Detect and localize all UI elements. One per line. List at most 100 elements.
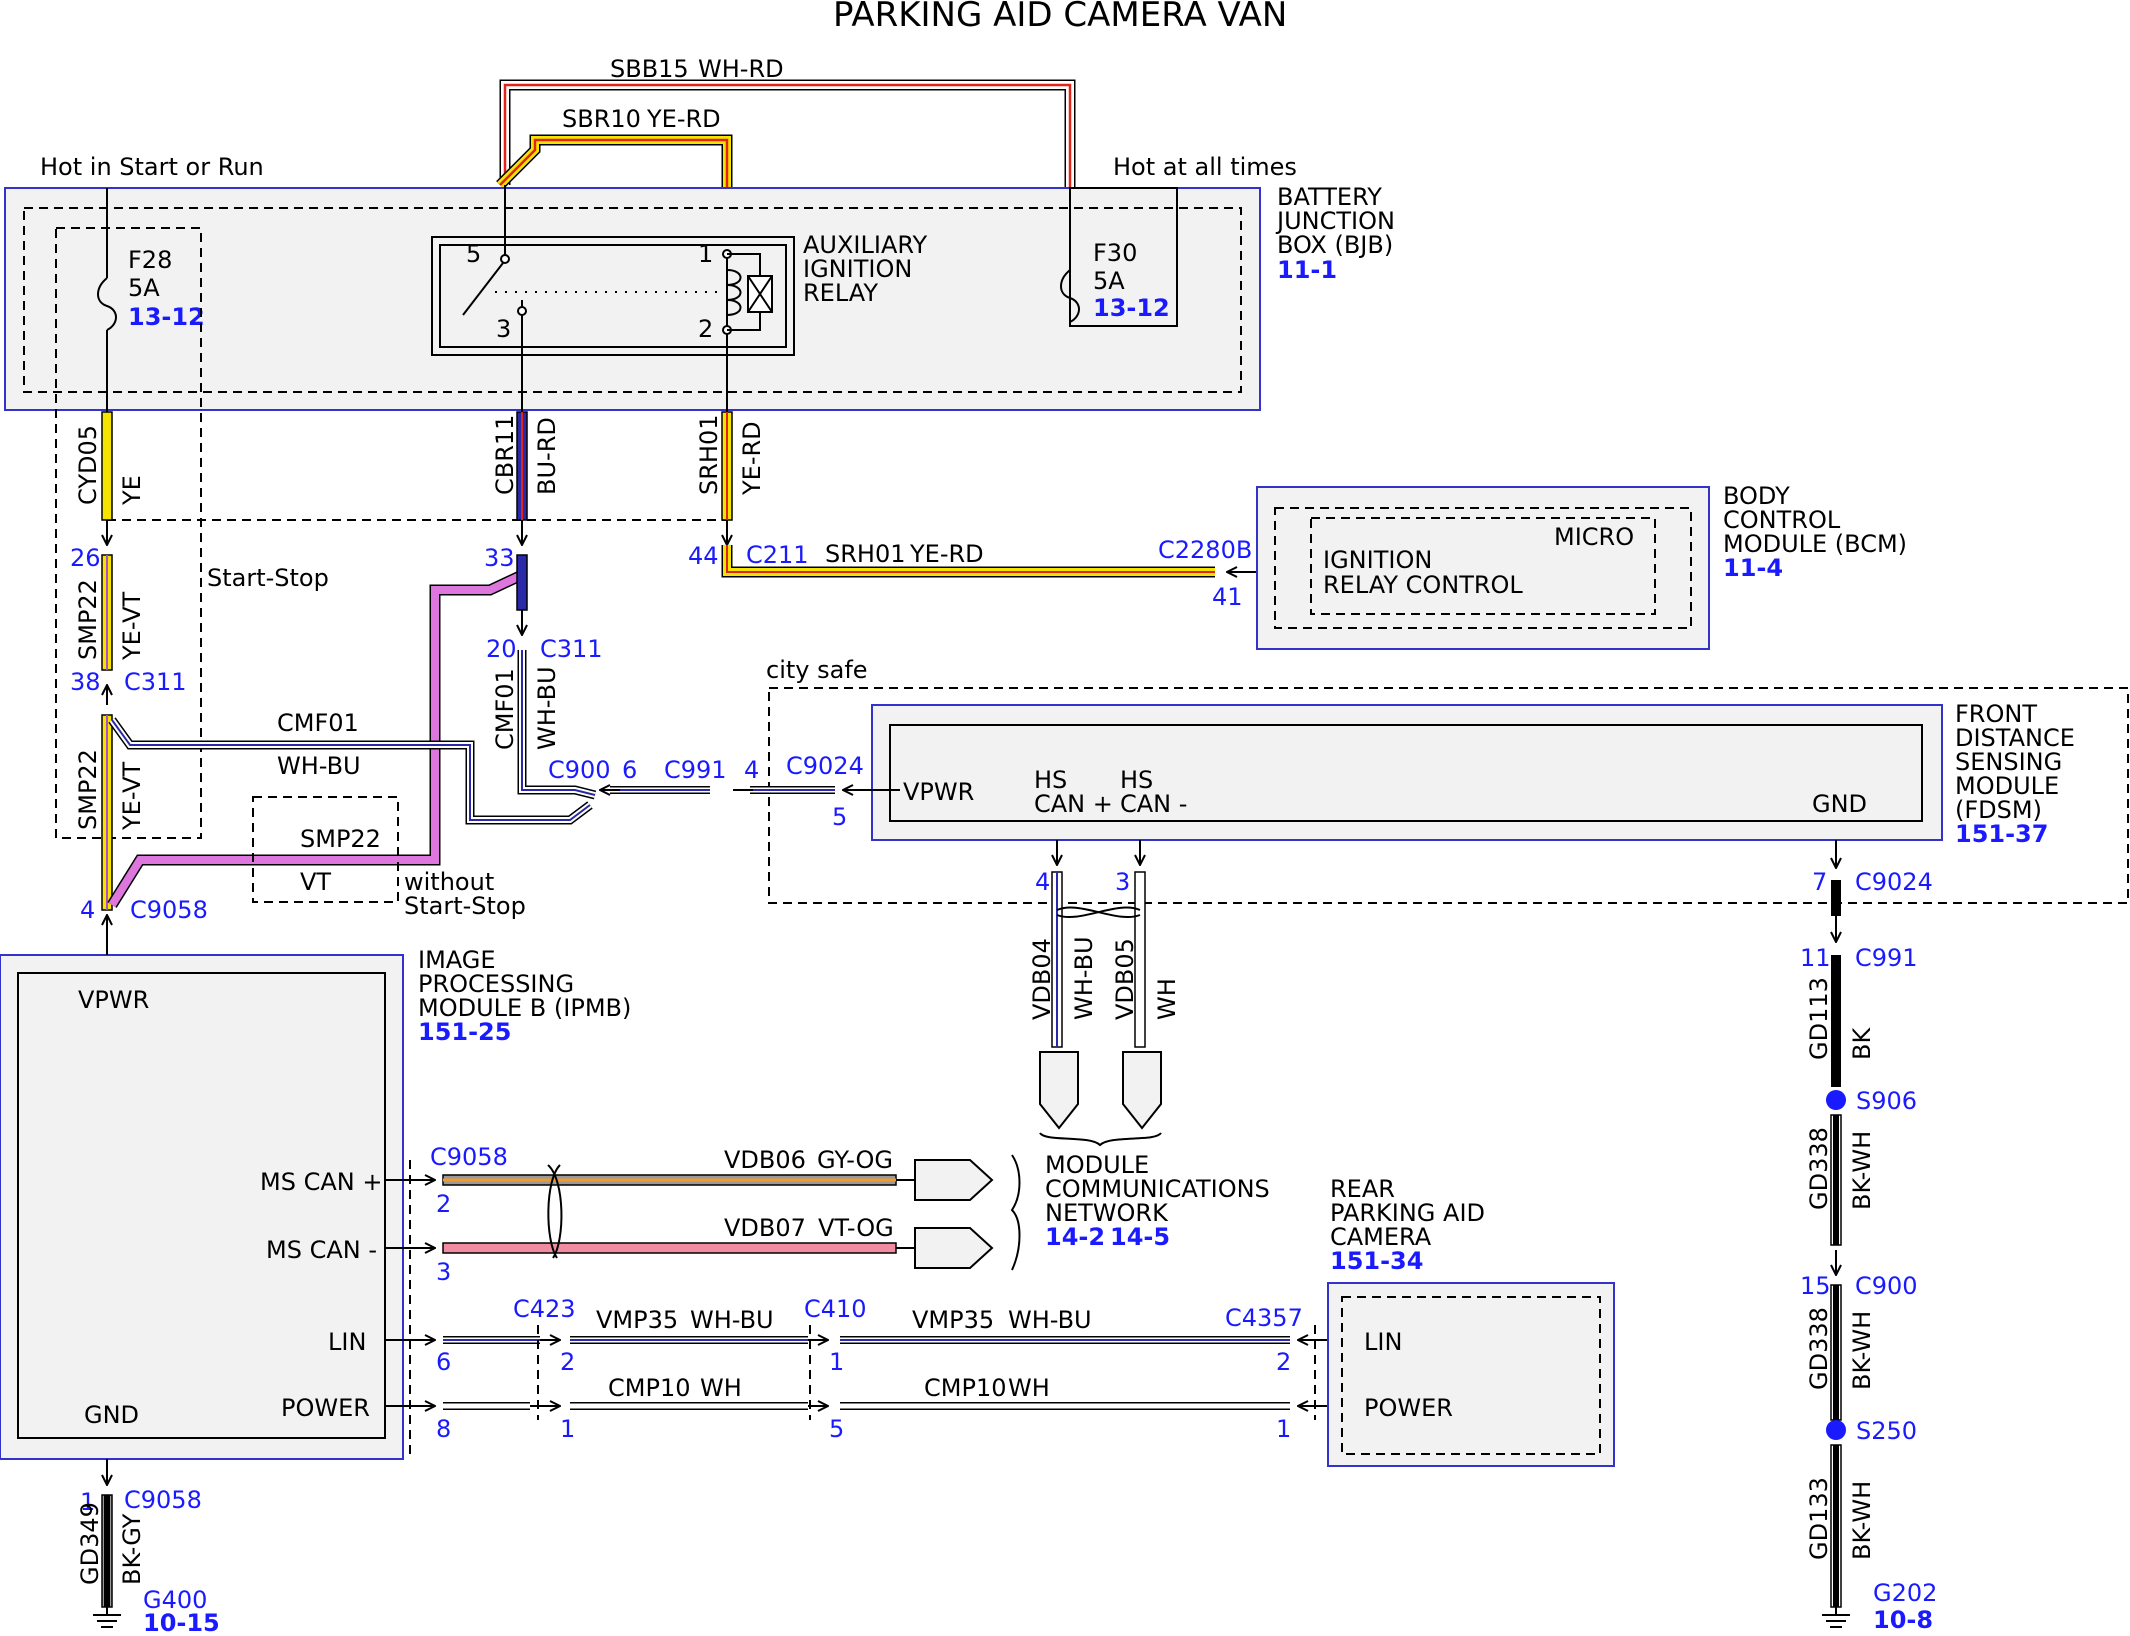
camera-name-2: PARKING AID xyxy=(1330,1199,1485,1227)
relay-pin-3: 3 xyxy=(496,315,511,343)
hs-minus-network-connector-icon xyxy=(1122,1051,1162,1130)
conn-c4357-pwr-pin: 1 xyxy=(1276,1415,1291,1443)
ipmb-lin-label: LIN xyxy=(328,1328,366,1356)
ipmb-ms-can-minus-label: MS CAN - xyxy=(266,1236,377,1264)
city-safe-region xyxy=(768,687,2129,904)
smp22-b-color: YE-VT xyxy=(118,762,146,831)
conn-c410-pwr-pin: 5 xyxy=(829,1415,844,1443)
gd338-b-circuit: GD338 xyxy=(1805,1307,1833,1390)
bcm-micro-box xyxy=(1310,517,1656,615)
fdsm-name-1: FRONT xyxy=(1955,700,2037,728)
bjb-name-3: BOX (BJB) xyxy=(1277,231,1393,259)
splice-s250-label: S250 xyxy=(1856,1417,1917,1445)
relay-pin-1: 1 xyxy=(698,240,713,268)
ipmb-gnd-label: GND xyxy=(84,1401,139,1429)
fdsm-gnd-label: GND xyxy=(1812,790,1867,818)
conn-c9058-ms-name: C9058 xyxy=(430,1143,508,1171)
fdsm-name-5: (FDSM) xyxy=(1955,796,2042,824)
g400-ref: 10-15 xyxy=(143,1609,220,1636)
cmp10-b-circuit: CMP10 xyxy=(924,1374,1006,1402)
srh01-h-circuit: SRH01 xyxy=(825,540,906,568)
srh01-v-circuit: SRH01 xyxy=(695,415,723,496)
smp22-a-color: YE-VT xyxy=(118,592,146,661)
vdb07-color: VT-OG xyxy=(818,1214,894,1242)
network-ref-2: 14-5 xyxy=(1110,1223,1170,1251)
network-ref-1: 14-2 xyxy=(1045,1223,1105,1251)
diagram-title: PARKING AID CAMERA VAN xyxy=(833,0,1287,35)
gd133-circuit: GD133 xyxy=(1805,1477,1833,1560)
conn-38-pin: 38 xyxy=(70,668,101,696)
conn-gnd-c991-name: C991 xyxy=(1855,944,1918,972)
g202-name: G202 xyxy=(1873,1579,1937,1607)
bcm-box xyxy=(1256,486,1710,650)
splice-s906-label: S906 xyxy=(1856,1087,1917,1115)
splice-s906 xyxy=(1826,1090,1846,1110)
vmp35-a-circuit: VMP35 xyxy=(596,1306,678,1334)
relay-name-2: IGNITION xyxy=(803,255,912,283)
wire-gd113 xyxy=(1831,955,1841,1087)
fdsm-hs-plus-1: HS xyxy=(1034,766,1067,794)
network-brace-bottom xyxy=(1039,1132,1162,1147)
conn-c423-pwr-pin: 1 xyxy=(560,1415,575,1443)
fdsm-name-4: MODULE xyxy=(1955,772,2059,800)
sbr10-color: YE-RD xyxy=(646,105,721,133)
vmp35-b-color: WH-BU xyxy=(1008,1306,1092,1334)
bcm-function-2: RELAY CONTROL xyxy=(1323,571,1523,599)
fdsm-ref: 151-37 xyxy=(1955,820,2048,848)
bcm-micro-label: MICRO xyxy=(1554,523,1634,551)
bcm-name-1: BODY xyxy=(1723,482,1790,510)
camera-ref: 151-34 xyxy=(1330,1247,1423,1275)
conn-gnd-c9058-name: C9058 xyxy=(124,1486,202,1514)
relay-name-1: AUXILIARY xyxy=(803,231,928,259)
conn-c900-name: C900 xyxy=(548,756,611,784)
bjb-name-1: BATTERY xyxy=(1277,183,1382,211)
camera-name-1: REAR xyxy=(1330,1175,1395,1203)
conn-20-pin: 20 xyxy=(486,635,517,663)
without-label-2: Start-Stop xyxy=(404,892,526,920)
bjb-inner-dashed xyxy=(23,207,1242,393)
conn-44-pin: 44 xyxy=(688,542,719,570)
conn-c2280b-name: C2280B xyxy=(1158,536,1252,564)
gd338-a-circuit: GD338 xyxy=(1805,1127,1833,1210)
camera-inner-box xyxy=(1341,1296,1601,1455)
vdb05-color: WH xyxy=(1153,978,1181,1020)
conn-41-pin: 41 xyxy=(1212,583,1243,611)
conn-c211-name: C211 xyxy=(746,541,809,569)
conn-ms-plus-pin: 2 xyxy=(436,1190,451,1218)
ipmb-ms-can-plus-label: MS CAN + xyxy=(260,1168,382,1196)
conn-gnd-c900-name: C900 xyxy=(1855,1272,1918,1300)
conn-33-pin: 33 xyxy=(484,544,515,572)
fdsm-vpwr-label: VPWR xyxy=(903,778,974,806)
cyd05-circuit: CYD05 xyxy=(74,425,102,505)
g202-ref: 10-8 xyxy=(1873,1606,1933,1634)
conn-c991-name: C991 xyxy=(664,756,727,784)
bcm-name-3: MODULE (BCM) xyxy=(1723,530,1907,558)
conn-c4357-name: C4357 xyxy=(1225,1304,1303,1332)
f30-box xyxy=(1069,187,1178,327)
fdsm-hs-minus-1: HS xyxy=(1120,766,1153,794)
wire-smp22-vt xyxy=(107,570,525,908)
g400-name: G400 xyxy=(143,1586,207,1614)
f28-fuse-icon xyxy=(97,277,117,331)
conn-c423-name: C423 xyxy=(513,1295,576,1323)
without-label-1: without xyxy=(404,868,494,896)
camera-lin-label: LIN xyxy=(1364,1328,1402,1356)
start-stop-region xyxy=(55,227,202,839)
relay-box-inner xyxy=(439,244,787,348)
conn-gnd-11-pin: 11 xyxy=(1800,944,1831,972)
vmp35-a-color: WH-BU xyxy=(690,1306,774,1334)
bcm-name-2: CONTROL xyxy=(1723,506,1841,534)
gd349-color: BK-GY xyxy=(118,1513,146,1585)
conn-4-pin: 4 xyxy=(80,896,95,924)
gd113-circuit: GD113 xyxy=(1805,977,1833,1060)
conn-hs-plus-pin: 4 xyxy=(1035,868,1050,896)
ms-plus-network-connector-icon xyxy=(914,1159,994,1201)
conn-38-name: C311 xyxy=(124,668,187,696)
network-name-1: MODULE xyxy=(1045,1151,1149,1179)
cmf01-h-circuit: CMF01 xyxy=(277,709,359,737)
hot-all-times-label: Hot at all times xyxy=(1113,153,1297,181)
relay-name-3: RELAY xyxy=(803,279,878,307)
camera-power-label: POWER xyxy=(1364,1394,1453,1422)
f28-name: F28 xyxy=(128,246,172,274)
